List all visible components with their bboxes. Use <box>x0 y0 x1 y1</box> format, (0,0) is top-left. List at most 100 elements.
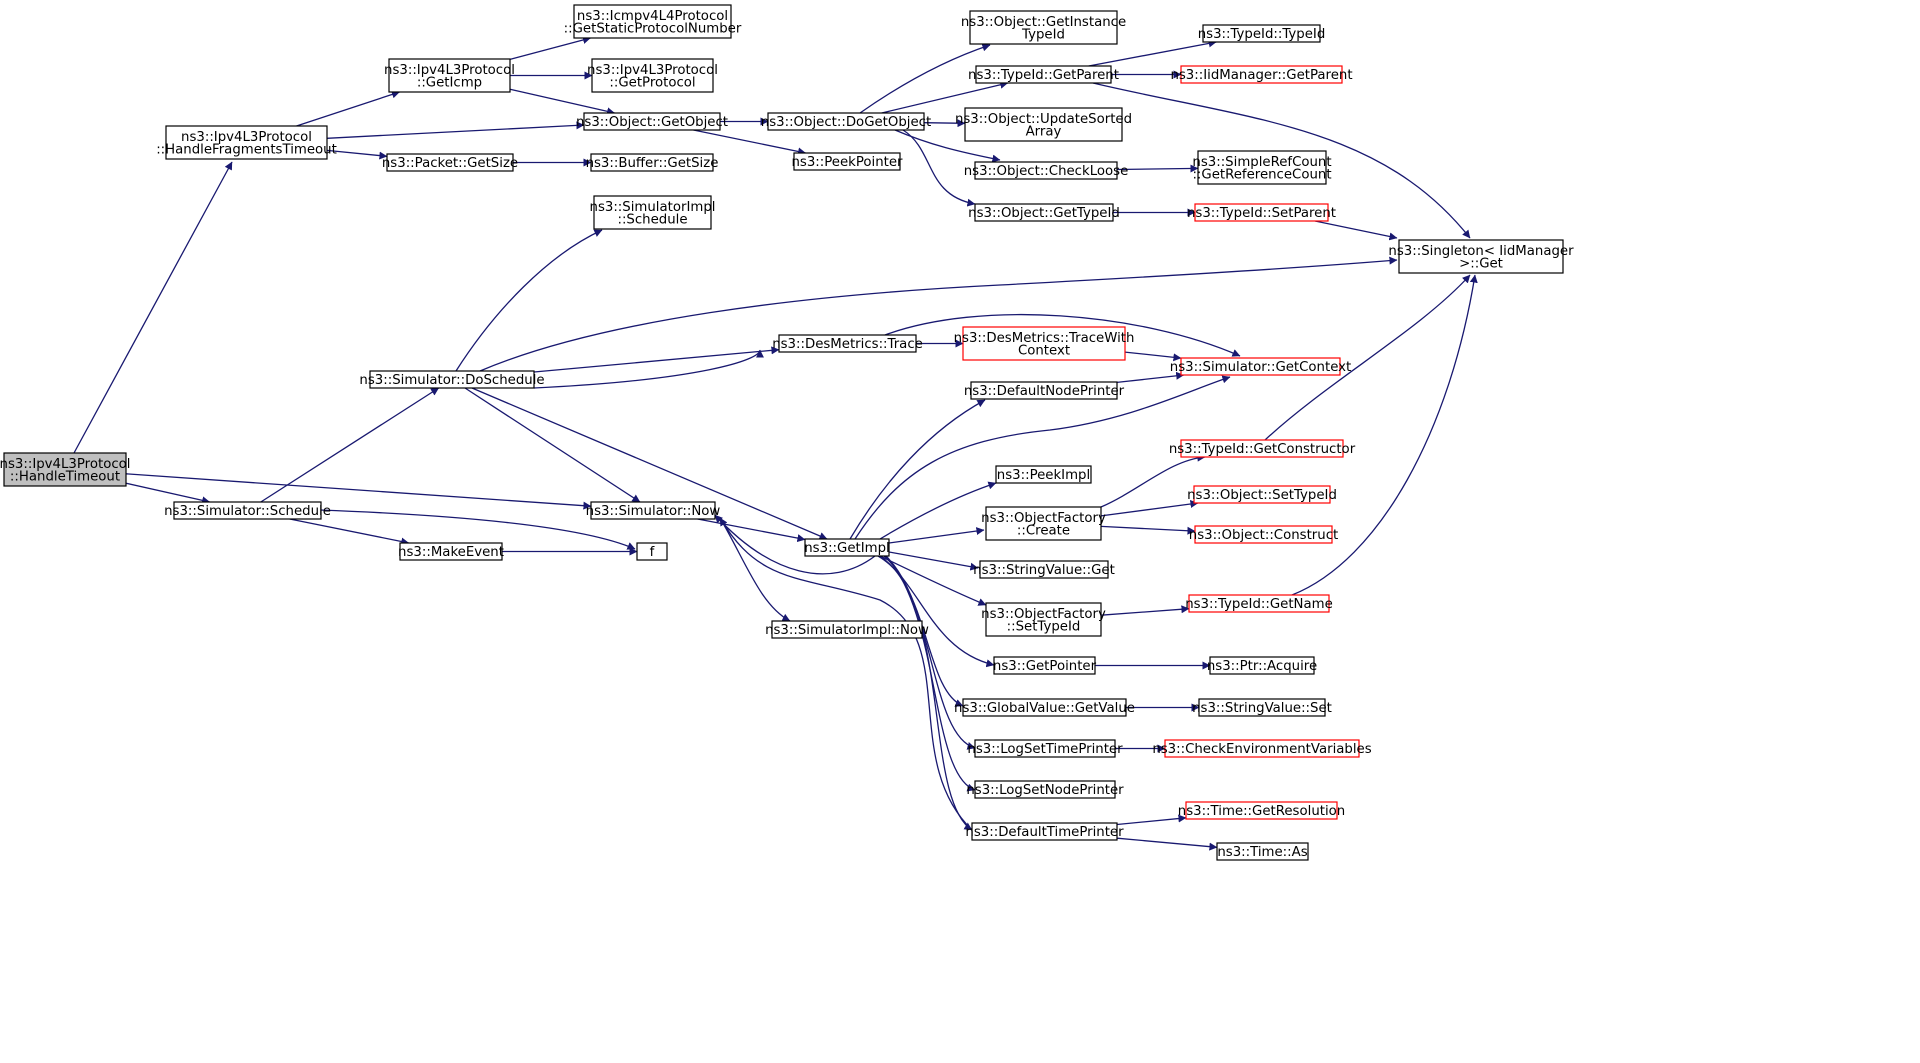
node-ns3-desmetrics-trace[interactable]: ns3::DesMetrics::Trace <box>772 334 923 353</box>
node-box <box>590 501 716 520</box>
edge-ns3-object-dogetobject-to-ns3-typeid-getparent <box>881 80 1009 114</box>
node-box <box>388 58 511 93</box>
node-ns3-object-settypeid[interactable]: ns3::Object::SetTypeId <box>1187 485 1337 504</box>
node-ns3-ptr-acquire[interactable]: ns3::Ptr::Acquire <box>1207 656 1317 675</box>
node-ns3-typeid-getparent[interactable]: ns3::TypeId::GetParent <box>968 65 1119 84</box>
node-ns3-typeid-getconstructor[interactable]: ns3::TypeId::GetConstructor <box>1169 439 1356 458</box>
edge-ns3-simulator-now-to-ns3-getimpl <box>697 518 806 543</box>
node-ns3-ipv4l3protocol-geticmp[interactable]: ns3::Ipv4L3Protocol::GetIcmp <box>384 58 515 93</box>
edge-ns3-getimpl-to-ns3-logsetnodeprinter <box>884 555 976 792</box>
node-ns3-objectfactory-settypeid[interactable]: ns3::ObjectFactory::SetTypeId <box>981 602 1106 637</box>
node-ns3-iidmanager-getparent[interactable]: ns3::IidManager::GetParent <box>1170 65 1353 84</box>
edge-ns3-desmetrics-trace-to-ns3-simulator-getcontext <box>884 313 1241 357</box>
node-ns3-typeid-getname[interactable]: ns3::TypeId::GetName <box>1185 594 1333 613</box>
node-ns3-typeid-typeid[interactable]: ns3::TypeId::TypeId <box>1198 24 1326 43</box>
edges-layer <box>73 36 1478 851</box>
node-label: ns3::TypeId::GetConstructor <box>1169 442 1356 457</box>
node-box <box>778 334 917 353</box>
node-ns3-typeid-setparent[interactable]: ns3::TypeId::SetParent <box>1187 203 1336 222</box>
node-ns3-defaulttimeprinter[interactable]: ns3::DefaultTimePrinter <box>965 822 1124 841</box>
node-box <box>3 452 127 487</box>
node-ns3-globalvalue-getvalue[interactable]: ns3::GlobalValue::GetValue <box>954 698 1135 717</box>
node-label: ns3::Object::GetTypeId <box>968 206 1120 221</box>
node-ns3-stringvalue-set[interactable]: ns3::StringValue::Set <box>1192 698 1332 717</box>
edge-ns3-ipv4l3protocol-handletimeout-to-ns3-ipv4l3protocol-handlefragmentstimeout <box>73 161 233 454</box>
node-ns3-simulator-schedule[interactable]: ns3::Simulator::Schedule <box>164 501 331 520</box>
node-ns3-checkenvironmentvariables[interactable]: ns3::CheckEnvironmentVariables <box>1152 739 1372 758</box>
node-label: ns3::GetImpl <box>804 541 889 556</box>
node-ns3-time-getresolution[interactable]: ns3::Time::GetResolution <box>1178 801 1345 820</box>
node-box <box>985 506 1102 541</box>
node-ns3-simulator-doschedule[interactable]: ns3::Simulator::DoSchedule <box>359 370 545 389</box>
node-ns3-stringvalue-get[interactable]: ns3::StringValue::Get <box>973 560 1115 579</box>
node-ns3-logsettimeprinter[interactable]: ns3::LogSetTimePrinter <box>967 739 1123 758</box>
node-ns3-simulatorimpl-schedule[interactable]: ns3::SimulatorImpl::Schedule <box>590 195 716 230</box>
node-box <box>974 739 1116 758</box>
node-ns3-logsetnodeprinter[interactable]: ns3::LogSetNodePrinter <box>966 780 1124 799</box>
node-label: ns3::Simulator::DoSchedule <box>359 373 544 388</box>
node-label: ns3::Object::GetObject <box>576 115 728 130</box>
node-ns3-getpointer[interactable]: ns3::GetPointer <box>993 656 1097 675</box>
node-box <box>1180 439 1344 458</box>
node-box <box>1194 203 1329 222</box>
node-label: ns3::GlobalValue::GetValue <box>954 701 1135 716</box>
node-box <box>1194 525 1333 544</box>
edge-ns3-typeid-getname-to-ns3-singleton-iidmanager-get <box>1291 274 1478 596</box>
edge-ns3-ipv4l3protocol-geticmp-to-ns3-object-getobject <box>509 88 615 116</box>
edge-ns3-typeid-setparent-to-ns3-singleton-iidmanager-get <box>1314 220 1398 241</box>
node-ns3-peekpointer[interactable]: ns3::PeekPointer <box>791 152 903 171</box>
node-ns3-ipv4l3protocol-getprotocol[interactable]: ns3::Ipv4L3Protocol::GetProtocol <box>587 58 718 93</box>
node-ns3-simulatorimpl-now[interactable]: ns3::SimulatorImpl::Now <box>765 620 929 639</box>
edge-ns3-objectfactory-settypeid-to-ns3-typeid-getname <box>1100 605 1190 616</box>
edge-ns3-object-dogetobject-to-ns3-object-getinstance-typeid <box>859 43 991 114</box>
edge-ns3-getimpl-to-ns3-logsettimeprinter <box>883 555 976 750</box>
node-box <box>962 698 1127 717</box>
node-ns3-ipv4l3protocol-handletimeout[interactable]: ns3::Ipv4L3Protocol::HandleTimeout <box>0 452 130 487</box>
node-box <box>386 153 514 172</box>
node-ns3-getimpl[interactable]: ns3::GetImpl <box>804 538 890 557</box>
node-ns3-object-construct[interactable]: ns3::Object::Construct <box>1189 525 1338 544</box>
node-ns3-time-as[interactable]: ns3::Time::As <box>1216 842 1309 861</box>
node-ns3-simulator-getcontext[interactable]: ns3::Simulator::GetContext <box>1170 357 1351 376</box>
node-ns3-makeevent[interactable]: ns3::MakeEvent <box>398 542 504 561</box>
edge-ns3-object-dogetobject-to-ns3-object-checkloose <box>894 129 1001 163</box>
node-box <box>1193 485 1331 504</box>
node-ns3-objectfactory-create[interactable]: ns3::ObjectFactory::Create <box>981 506 1106 541</box>
node-ns3-packet-getsize[interactable]: ns3::Packet::GetSize <box>382 153 518 172</box>
node-label: ns3::TypeId::TypeId <box>1198 27 1326 42</box>
node-box <box>974 203 1114 222</box>
edge-ns3-defaultnodeprinter-to-ns3-simulator-getcontext <box>1116 371 1185 384</box>
node-ns3-singleton-iidmanager-get[interactable]: ns3::Singleton< IidManager >::Get <box>1388 239 1574 274</box>
node-label: TypeId <box>1021 27 1065 42</box>
node-box <box>1202 24 1321 43</box>
node-box <box>369 370 535 389</box>
node-label: Array <box>1026 124 1062 139</box>
edge-ns3-simulator-doschedule-to-ns3-getimpl <box>471 387 828 540</box>
node-label: ns3::Time::GetResolution <box>1178 804 1345 819</box>
node-ns3-object-checkloose[interactable]: ns3::Object::CheckLoose <box>964 161 1129 180</box>
node-ns3-simplerefcount-getreferencecount[interactable]: ns3::SimpleRefCount::GetReferenceCount <box>1192 150 1332 185</box>
node-ns3-object-dogetobject[interactable]: ns3::Object::DoGetObject <box>761 112 931 131</box>
node-ns3-object-getobject[interactable]: ns3::Object::GetObject <box>576 112 728 131</box>
node-ns3-peekimpl[interactable]: ns3::PeekImpl <box>995 465 1092 484</box>
node-label: ::Create <box>1017 523 1070 538</box>
edge-ns3-simulator-doschedule-to-ns3-simulator-getcontext <box>533 349 764 389</box>
node-f[interactable]: f <box>636 542 668 561</box>
node-ns3-ipv4l3protocol-handlefragmentstimeout[interactable]: ns3::Ipv4L3Protocol::HandleFragmentsTime… <box>156 125 337 160</box>
node-ns3-icmpv4l4protocol-getstaticprotocolnumber[interactable]: ns3::Icmpv4L4Protocol::GetStaticProtocol… <box>564 4 742 39</box>
node-ns3-simulator-now[interactable]: ns3::Simulator::Now <box>586 501 721 520</box>
node-ns3-object-gettypeid[interactable]: ns3::Object::GetTypeId <box>968 203 1120 222</box>
edge-ns3-simulator-doschedule-to-ns3-singleton-iidmanager-get <box>479 256 1398 372</box>
node-label: ns3::MakeEvent <box>398 545 504 560</box>
node-ns3-buffer-getsize[interactable]: ns3::Buffer::GetSize <box>586 153 719 172</box>
edge-ns3-simulator-now-to-ns3-simulatorimpl-now <box>719 517 791 622</box>
node-ns3-defaultnodeprinter[interactable]: ns3::DefaultNodePrinter <box>964 381 1125 400</box>
node-box <box>1398 239 1564 274</box>
edge-ns3-objectfactory-create-to-ns3-object-construct <box>1100 525 1196 535</box>
edge-ns3-typeid-getparent-to-ns3-singleton-iidmanager-get <box>1092 82 1471 239</box>
node-label: ns3::StringValue::Set <box>1192 701 1332 716</box>
node-box <box>1209 656 1315 675</box>
